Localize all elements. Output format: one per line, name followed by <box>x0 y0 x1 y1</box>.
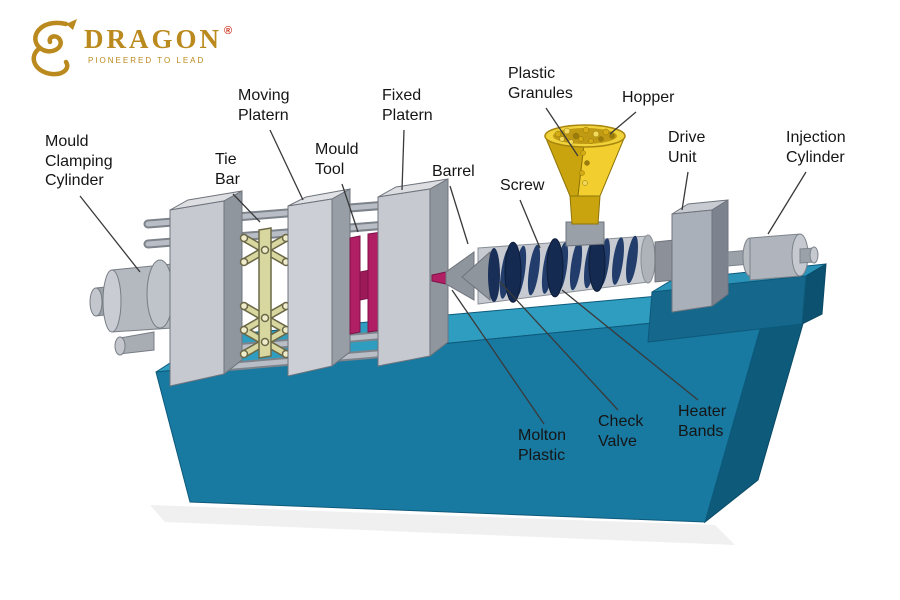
leader-mould-clamping-cylinder <box>79 195 141 273</box>
drive-unit-part <box>654 199 729 313</box>
leader-fixed-platern <box>401 129 405 191</box>
leader-screw <box>519 199 541 249</box>
fixed-platen <box>377 178 449 367</box>
leader-moving-platern <box>269 129 304 201</box>
label-moving-platern: Moving Platern <box>238 87 290 124</box>
leader-check-valve <box>499 281 619 411</box>
check-valve-ring <box>488 248 500 302</box>
leader-tie-bar <box>232 193 261 223</box>
label-barrel: Barrel <box>432 163 475 180</box>
leader-hopper <box>609 111 637 135</box>
label-mould-tool: Mould Tool <box>315 141 359 178</box>
leader-plastic-granules <box>545 107 579 157</box>
leader-mould-tool <box>341 183 359 233</box>
leader-barrel <box>449 185 469 245</box>
leader-lines <box>79 107 807 425</box>
heater-bands-part <box>504 234 606 303</box>
brand-logo: DRAGON ® PIONEERED TO LEAD <box>20 12 232 78</box>
ground-shadow <box>150 505 735 545</box>
label-screw: Screw <box>500 177 545 194</box>
brand-tagline: PIONEERED TO LEAD <box>88 55 206 65</box>
label-heater-bands: Heater Bands <box>678 403 727 440</box>
label-molton-plastic: Molton Plastic <box>518 427 567 464</box>
label-check-valve: Check Valve <box>598 413 644 450</box>
plastic-granules-part <box>554 126 615 186</box>
mould-tool-part <box>349 231 383 335</box>
leader-heater-bands <box>561 289 699 401</box>
brand-name: DRAGON <box>84 23 222 54</box>
label-injection-cylinder: Injection Cylinder <box>786 129 846 166</box>
leader-injection-cylinder <box>767 171 807 235</box>
dragon-logo-icon <box>31 19 77 77</box>
injection-cylinder-part <box>727 233 819 281</box>
label-mould-clamping-cylinder: Mould Clamping Cylinder <box>45 133 113 190</box>
leader-molton-plastic <box>451 289 545 425</box>
mould-clamping-cylinder-part <box>89 259 174 356</box>
rear-platen <box>169 190 243 387</box>
leader-drive-unit <box>681 171 689 211</box>
barrel-part <box>461 234 656 305</box>
label-drive-unit: Drive Unit <box>668 129 706 166</box>
registered-mark: ® <box>224 24 233 37</box>
label-fixed-platern: Fixed Platern <box>382 87 433 124</box>
hopper-part <box>544 124 626 247</box>
label-hopper: Hopper <box>622 89 675 106</box>
moving-platen <box>287 188 351 377</box>
toggle-mechanism <box>239 227 291 359</box>
label-tie-bar: Tie Bar <box>215 151 240 188</box>
label-plastic-granules: Plastic Granules <box>508 65 573 102</box>
